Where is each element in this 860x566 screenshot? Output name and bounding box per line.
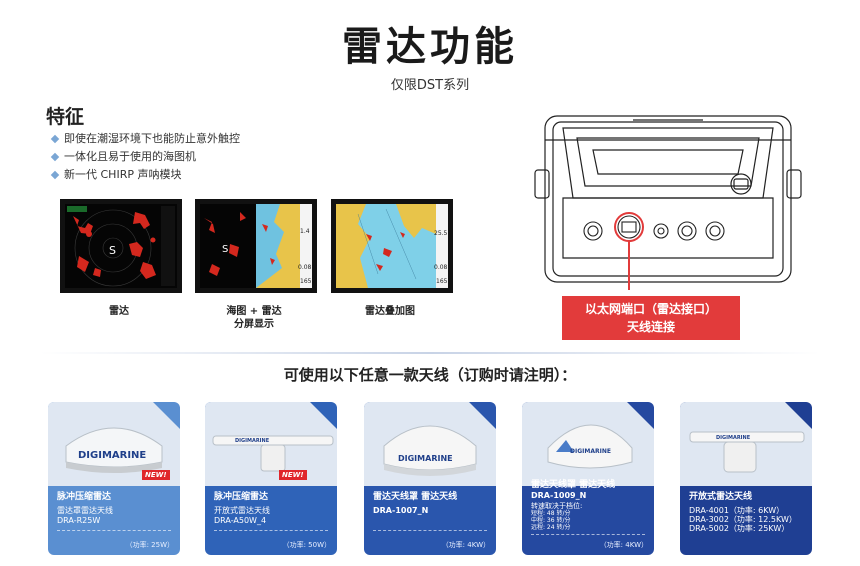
radome-image — [48, 402, 180, 486]
card-divider — [214, 530, 328, 531]
section-divider — [40, 352, 820, 354]
overlay-screenshot: 25.5 0.08 165 — [331, 199, 453, 293]
radar-caption: 雷达 — [109, 306, 129, 317]
antennas-heading: 可使用以下任意一款天线（订购时请注明）： — [283, 366, 577, 384]
spec-line: 远程: 24 转/分 — [531, 524, 571, 531]
antenna-name: 开放式雷达天线 — [689, 492, 753, 502]
brand-label: DIGIMARINE — [570, 448, 611, 455]
page-subtitle: 仅限DST系列 — [390, 78, 470, 93]
features-list: 即使在潮湿环境下也能防止意外触控 一体化且易于使用的海图机 新一代 CHIRP … — [50, 130, 240, 184]
antenna-card-dra-1009: DIGIMARINE 雷达天线罩 雷达天线 DRA-1009_N 转速取决于档位… — [522, 402, 654, 555]
callout-line1: 以太网端口（雷达接口） — [584, 302, 717, 316]
antenna-card-dra-1007: DIGIMARINE 雷达天线罩 雷达天线 DRA-1007_N （功率: 4K… — [364, 402, 496, 555]
antenna-model: DRA-R25W — [57, 516, 101, 525]
brand-label: DIGIMARINE — [398, 454, 453, 463]
overlay-readout: 0.08 — [434, 264, 448, 271]
antenna-name: 脉冲压缩雷达 — [214, 492, 269, 502]
antenna-model: DRA-3002（功率: 12.5KW） — [689, 515, 797, 524]
antenna-model: DRA-1007_N — [373, 506, 429, 515]
overlay-caption: 雷达叠加图 — [365, 306, 415, 317]
antenna-line: 开放式雷达天线 — [214, 506, 270, 515]
antenna-power: （功率: 50W） — [282, 541, 331, 549]
spec-line: 短程: 48 转/分 — [531, 510, 571, 517]
antenna-name: 雷达天线罩 雷达天线 — [373, 492, 458, 502]
brand-label: DIGIMARINE — [78, 450, 147, 461]
spec-title: 转速取决于档位: — [531, 502, 583, 510]
feature-item: 即使在潮湿环境下也能防止意外触控 — [50, 130, 240, 148]
antenna-model: DRA-4001（功率: 6KW） — [689, 506, 785, 515]
antenna-name: 雷达天线罩 雷达天线 — [531, 480, 616, 490]
antenna-line: 雷达罩雷达天线 — [57, 506, 113, 515]
spec-line: 中程: 36 转/分 — [531, 517, 571, 524]
antenna-power: （功率: 25W） — [125, 541, 174, 549]
radome-image — [522, 402, 654, 486]
ethernet-port-callout: 以太网端口（雷达接口） 天线连接 — [562, 296, 740, 340]
page-title: 雷达功能 — [342, 24, 518, 70]
callout-line2: 天线连接 — [626, 320, 675, 334]
card-divider — [531, 534, 645, 535]
overlay-readout: 165 — [436, 278, 448, 285]
open-array-image — [205, 402, 337, 486]
split-readout: 165 — [300, 278, 312, 285]
antenna-card-open-array: DIGIMARINE 开放式雷达天线 DRA-4001（功率: 6KW） DRA… — [680, 402, 812, 555]
antenna-card-dra-a50w: DIGIMARINE NEW! 脉冲压缩雷达 开放式雷达天线 DRA-A50W_… — [205, 402, 337, 555]
split-readout: 0.08 — [298, 264, 312, 271]
feature-item: 新一代 CHIRP 声呐模块 — [50, 166, 240, 184]
card-divider — [373, 530, 487, 531]
device-rear-illustration — [534, 115, 802, 290]
antenna-power: （功率: 4KW） — [599, 541, 648, 549]
antenna-model: DRA-1009_N — [531, 491, 587, 500]
antenna-model: DRA-A50W_4 — [214, 516, 267, 525]
antenna-power: （功率: 4KW） — [441, 541, 490, 549]
new-badge: NEW! — [279, 470, 307, 480]
open-array-image — [680, 402, 812, 486]
new-badge: NEW! — [142, 470, 170, 480]
radome-image — [364, 402, 496, 486]
split-caption: 海图 + 雷达 分屏显示 — [195, 305, 313, 331]
radar-screenshot: S — [60, 199, 182, 293]
overlay-readout: 25.5 — [434, 230, 448, 237]
brand-label: DIGIMARINE — [235, 438, 270, 444]
antenna-card-dra-r25w: DIGIMARINE NEW! 脉冲压缩雷达 雷达罩雷达天线 DRA-R25W … — [48, 402, 180, 555]
antenna-model: DRA-5002（功率: 25KW） — [689, 524, 790, 533]
split-screenshot: S 1.4 0.08 165 — [195, 199, 317, 293]
brand-label: DIGIMARINE — [716, 435, 751, 441]
antenna-name: 脉冲压缩雷达 — [57, 492, 112, 502]
feature-item: 一体化且易于使用的海图机 — [50, 148, 240, 166]
split-readout: 1.4 — [300, 228, 310, 235]
svg-text:S: S — [109, 244, 116, 257]
card-divider — [57, 530, 171, 531]
svg-text:S: S — [222, 244, 228, 255]
split-caption-line2: 分屏显示 — [234, 319, 274, 330]
split-caption-line1: 海图 + 雷达 — [226, 306, 282, 317]
features-heading: 特征 — [46, 106, 85, 128]
